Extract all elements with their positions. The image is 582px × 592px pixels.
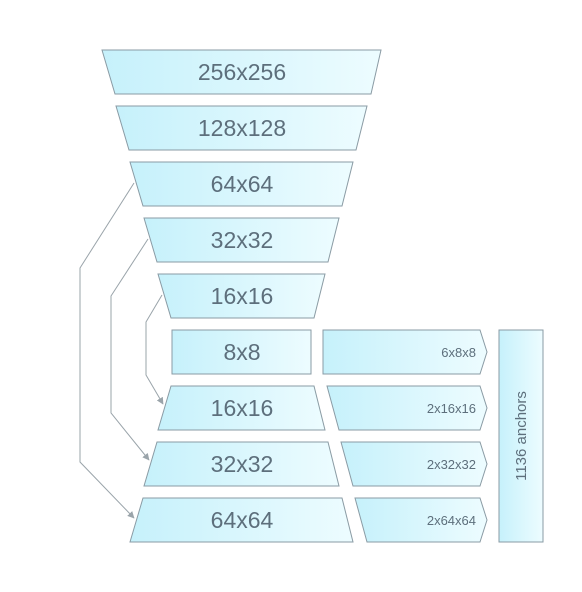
encoder-block-32: 32x32 — [143, 217, 340, 263]
skip-connection-16 — [145, 294, 164, 405]
encoder-label-32: 32x32 — [211, 227, 274, 253]
encoder-block-64: 64x64 — [129, 161, 354, 207]
decoder-label-64: 64x64 — [211, 507, 274, 533]
head-block-8: 6x8x8 — [322, 329, 488, 375]
skip-connection-32 — [110, 238, 150, 461]
bottleneck-label: 8x8 — [223, 339, 260, 365]
head-block-64: 2x64x64 — [354, 497, 488, 543]
decoder-block-16: 16x16 — [157, 385, 326, 431]
head-block-32: 2x32x32 — [340, 441, 488, 487]
decoder-block-32: 32x32 — [143, 441, 340, 487]
head-block-16: 2x16x16 — [326, 385, 488, 431]
bottleneck-block-8: 8x8 — [171, 329, 312, 375]
decoder-label-32: 32x32 — [211, 451, 274, 477]
decoder-label-16: 16x16 — [211, 395, 274, 421]
encoder-label-64: 64x64 — [211, 171, 274, 197]
encoder-label-16: 16x16 — [211, 283, 274, 309]
encoder-label-256: 256x256 — [198, 59, 286, 85]
anchors-total-block: 1136 anchors — [498, 329, 544, 543]
anchors-total-label: 1136 anchors — [513, 391, 530, 481]
head-label-16: 2x16x16 — [427, 401, 476, 416]
head-label-32: 2x32x32 — [427, 457, 476, 472]
encoder-label-128: 128x128 — [198, 115, 286, 141]
decoder-block-64: 64x64 — [129, 497, 354, 543]
encoder-block-16: 16x16 — [157, 273, 326, 319]
head-label-8: 6x8x8 — [441, 345, 476, 360]
encoder-block-128: 128x128 — [115, 105, 368, 151]
head-label-64: 2x64x64 — [427, 513, 476, 528]
skip-connection-64 — [79, 182, 135, 519]
encoder-block-256: 256x256 — [101, 49, 382, 95]
